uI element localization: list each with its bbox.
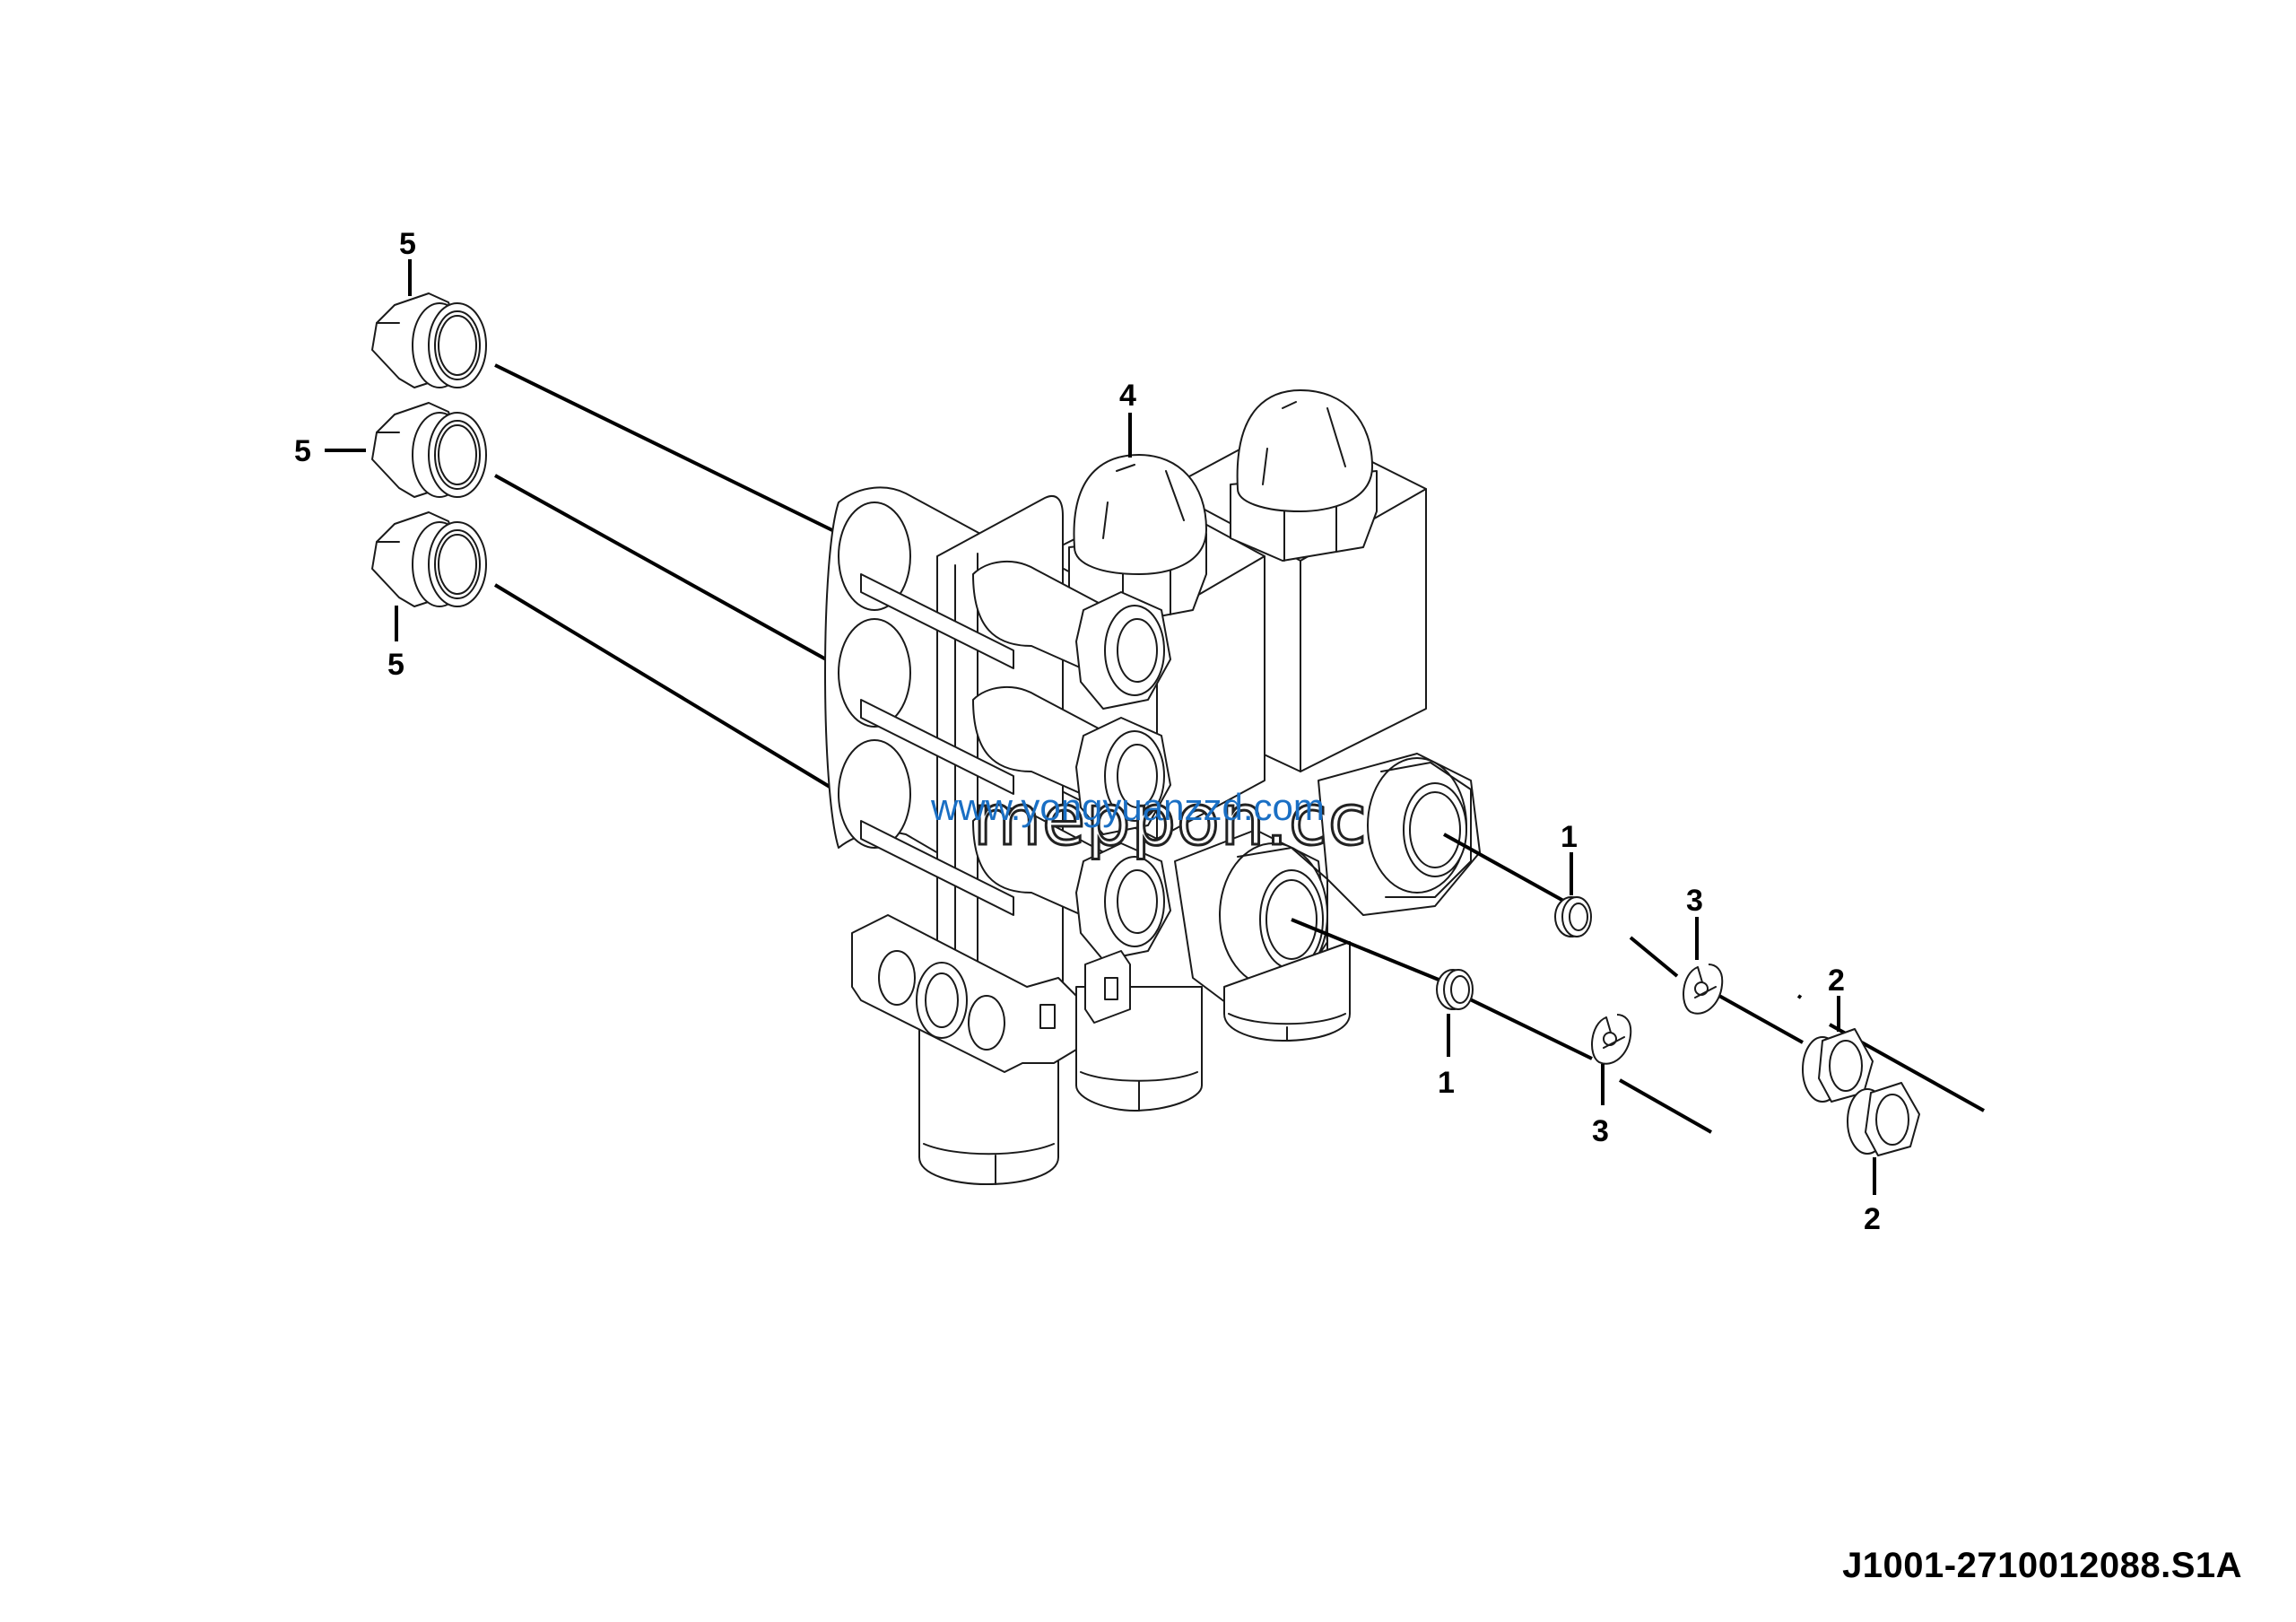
hex-fitting-5-lower xyxy=(371,511,487,607)
hex-plug-2-lower xyxy=(1847,1082,1920,1156)
callout-3-upper: 3 xyxy=(1686,884,1703,918)
callout-5-middle: 5 xyxy=(294,434,311,468)
hex-fitting-5-upper xyxy=(371,292,487,388)
callout-5-lower: 5 xyxy=(387,648,404,682)
explode-line-lower-1 xyxy=(1291,918,1439,981)
retaining-clip-3-lower xyxy=(1591,1014,1632,1065)
explode-line-5b xyxy=(494,474,835,666)
explode-line-upper-2 xyxy=(1629,936,1679,978)
explode-line-lower-3 xyxy=(1619,1078,1712,1134)
watermark-outline-text: meppon.cc xyxy=(972,780,1369,863)
threaded-insert-1-upper xyxy=(1554,896,1592,937)
hex-fitting-5-middle xyxy=(371,402,487,498)
callout-3-lower: 3 xyxy=(1592,1114,1609,1148)
explode-line-upper-3 xyxy=(1710,990,1804,1044)
explode-line-5c xyxy=(493,583,836,791)
callout-2-lower: 2 xyxy=(1864,1202,1881,1236)
watermark-url-text: www.yongyuanzzd.com xyxy=(931,786,1325,828)
retaining-clip-3-upper xyxy=(1683,964,1724,1015)
callout-4: 4 xyxy=(1119,379,1136,413)
explode-line-5a xyxy=(494,363,835,533)
callout-5-upper: 5 xyxy=(399,227,416,261)
hex-plug-2-upper xyxy=(1802,1028,1874,1103)
explode-line-lower-2 xyxy=(1465,996,1593,1060)
threaded-insert-1-lower xyxy=(1436,969,1474,1010)
valve-block-body xyxy=(824,389,1481,1185)
drawing-number: J1001-2710012088.S1A xyxy=(1842,1546,2242,1585)
callout-2-upper: 2 xyxy=(1828,964,1845,998)
callout-1-upper: 1 xyxy=(1561,820,1578,854)
callout-1-lower: 1 xyxy=(1438,1066,1455,1100)
